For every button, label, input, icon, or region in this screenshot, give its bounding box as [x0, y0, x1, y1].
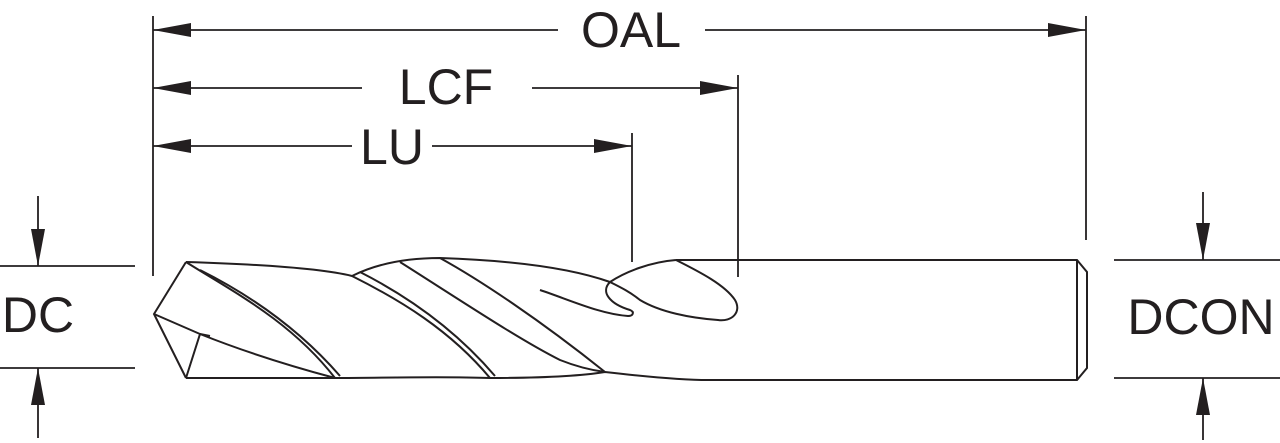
dcon-arrow-bottom — [1196, 378, 1210, 415]
lu-label: LU — [360, 119, 424, 175]
flute-helix-2 — [351, 275, 491, 379]
lu-arrow-right — [594, 139, 632, 153]
flute-helix-1 — [185, 261, 336, 379]
flute-runout — [539, 281, 634, 318]
oal-label: OAL — [581, 2, 681, 58]
dc-arrow-top — [31, 229, 45, 266]
dc-arrow-bottom — [31, 368, 45, 405]
drill-top-outline — [185, 256, 677, 284]
dc-label: DC — [2, 287, 74, 343]
dc-dimension: DC — [0, 196, 135, 438]
drill-shank — [676, 259, 1088, 381]
land-curve-3 — [399, 261, 606, 373]
dcon-arrow-top — [1196, 223, 1210, 260]
drill-body — [152, 256, 1088, 381]
land-curve-1 — [199, 333, 336, 379]
lcf-dimension: LCF — [153, 59, 738, 115]
lu-arrow-left — [153, 139, 191, 153]
drill-point-lip — [153, 313, 202, 379]
oal-arrow-left — [153, 23, 191, 37]
land-curve-2 — [439, 257, 606, 373]
lu-dimension: LU — [153, 119, 632, 175]
lcf-arrow-right — [700, 81, 738, 95]
lcf-label: LCF — [399, 59, 493, 115]
flute-helix-1-inner — [199, 269, 341, 377]
dcon-label: DCON — [1127, 289, 1274, 345]
oal-arrow-right — [1048, 23, 1086, 37]
flute-end-runout — [609, 259, 739, 322]
lcf-arrow-left — [153, 81, 191, 95]
flute-helix-2-inner — [359, 271, 496, 377]
oal-dimension: OAL — [153, 2, 1086, 58]
drill-bottom-outline — [185, 370, 709, 381]
dcon-dimension: DCON — [1114, 192, 1280, 440]
